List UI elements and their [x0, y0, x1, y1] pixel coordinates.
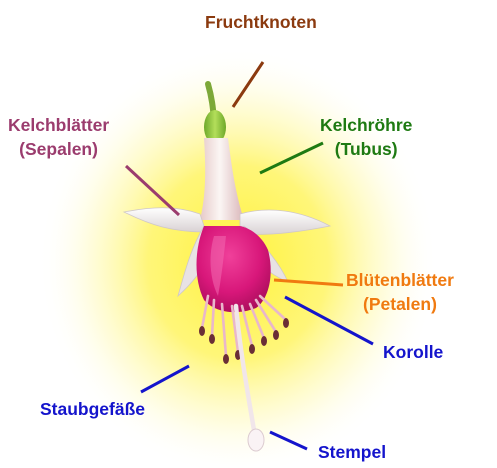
label-fruchtknoten: Fruchtknoten: [205, 10, 317, 34]
label-kelchroehre-sub: (Tubus): [320, 137, 412, 161]
label-korolle: Korolle: [383, 340, 443, 364]
pistil-stigma: [248, 429, 264, 451]
label-bluetenblaetter: Blütenblätter (Petalen): [346, 268, 454, 316]
label-bluetenblaetter-sub: (Petalen): [346, 292, 454, 316]
label-kelchblaetter: Kelchblätter (Sepalen): [8, 113, 109, 161]
label-kelchblaetter-main: Kelchblätter: [8, 113, 109, 137]
label-kelchblaetter-sub: (Sepalen): [8, 137, 109, 161]
label-stempel: Stempel: [318, 440, 386, 464]
label-bluetenblaetter-main: Blütenblätter: [346, 268, 454, 292]
label-kelchroehre-main: Kelchröhre: [320, 113, 412, 137]
label-staubgefaesse: Staubgefäße: [40, 397, 145, 421]
label-kelchroehre: Kelchröhre (Tubus): [320, 113, 412, 161]
